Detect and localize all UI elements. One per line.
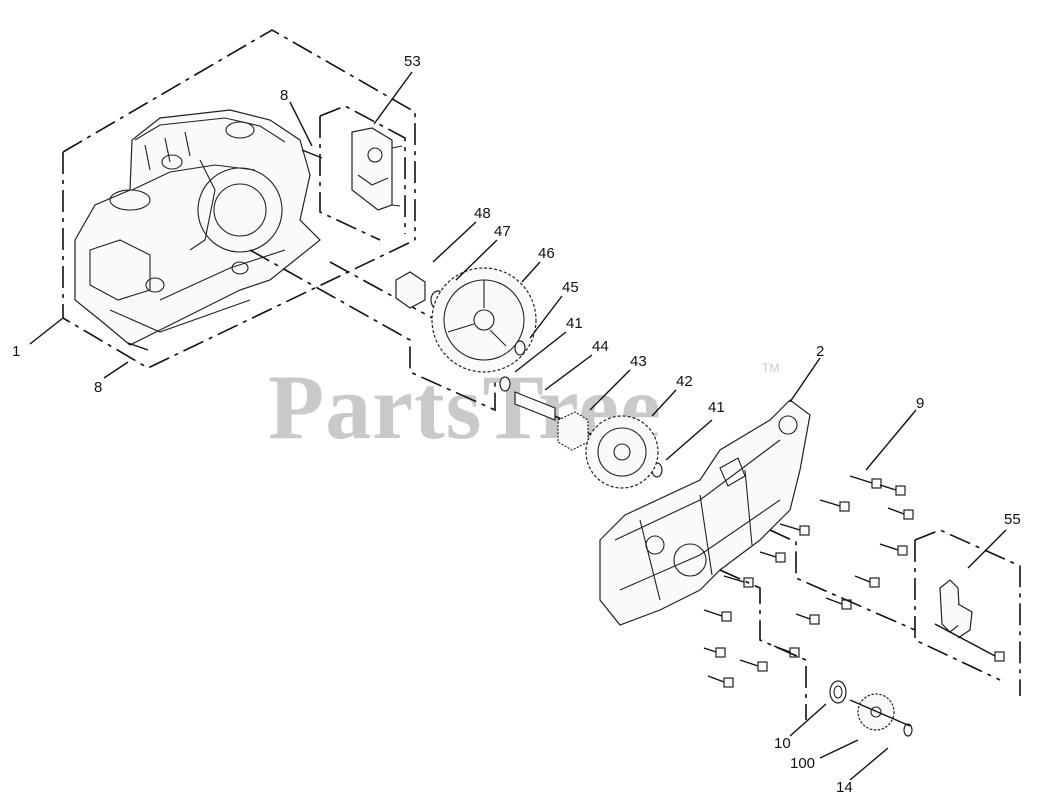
callout-41-upper: 41 bbox=[566, 315, 583, 332]
bolt-group bbox=[703, 475, 914, 688]
cover-plate bbox=[351, 127, 403, 211]
callout-1: 1 bbox=[12, 343, 20, 360]
output-shaft-line bbox=[849, 699, 911, 727]
transaxle-housing bbox=[74, 109, 321, 346]
shaft bbox=[514, 391, 556, 421]
lever-bracket bbox=[914, 529, 1021, 696]
pinion-gear bbox=[557, 411, 589, 451]
medium-gear bbox=[585, 415, 659, 489]
callout-8-lower: 8 bbox=[94, 379, 102, 396]
large-gear bbox=[431, 267, 537, 373]
callout-42: 42 bbox=[676, 373, 693, 390]
callout-53: 53 bbox=[404, 53, 421, 70]
lever-assembly bbox=[934, 579, 1005, 662]
seal bbox=[829, 680, 847, 704]
leader-lines bbox=[29, 71, 1007, 781]
callout-43: 43 bbox=[630, 353, 647, 370]
callout-labels: 1 8 8 53 48 47 46 45 41 44 43 42 41 2 9 … bbox=[12, 53, 1021, 796]
side-cover bbox=[599, 399, 811, 626]
callout-47: 47 bbox=[494, 223, 511, 240]
retaining-ring bbox=[903, 723, 913, 737]
callout-46: 46 bbox=[538, 245, 555, 262]
callout-41-lower: 41 bbox=[708, 399, 725, 416]
housing-bracket bbox=[62, 29, 416, 369]
callout-9: 9 bbox=[916, 395, 924, 412]
callout-45: 45 bbox=[562, 279, 579, 296]
cover-plate-bracket bbox=[319, 105, 406, 241]
watermark-trademark: TM bbox=[762, 361, 779, 375]
callout-10: 10 bbox=[774, 735, 791, 752]
callout-48: 48 bbox=[474, 205, 491, 222]
dowel-pins bbox=[127, 149, 323, 351]
callout-8-upper: 8 bbox=[280, 87, 288, 104]
callout-14: 14 bbox=[836, 779, 853, 796]
bolt-guides bbox=[719, 529, 916, 720]
callout-55: 55 bbox=[1004, 511, 1021, 528]
callout-2: 2 bbox=[816, 343, 824, 360]
callout-44: 44 bbox=[592, 338, 609, 355]
callout-100: 100 bbox=[790, 755, 815, 772]
